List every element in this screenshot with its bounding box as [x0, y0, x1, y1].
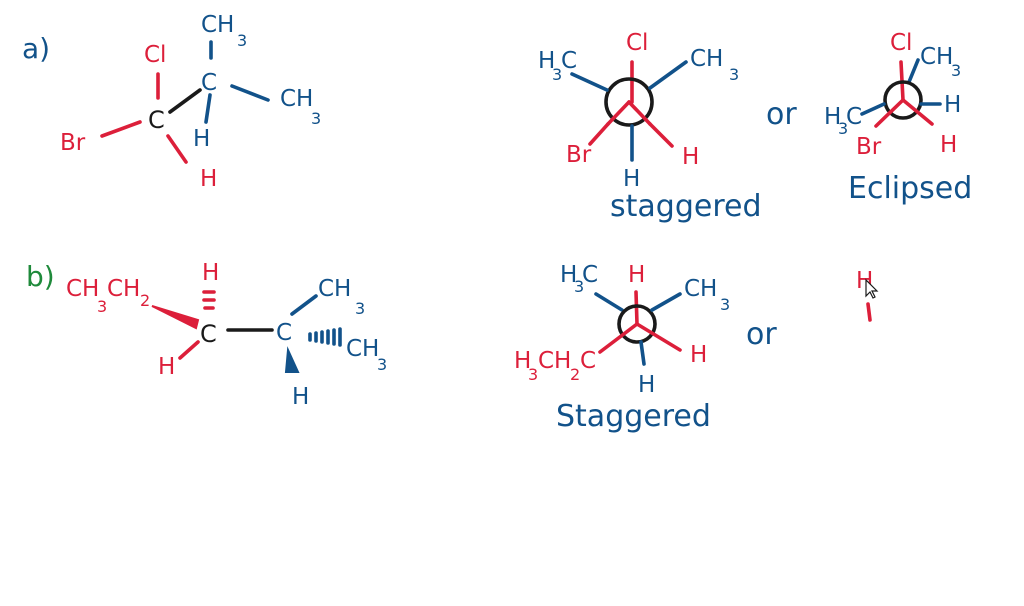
or-b: or — [746, 317, 777, 352]
newman-b-ch3-sub: 3 — [720, 295, 730, 314]
eclipsed-bond-h-bottom — [901, 98, 934, 126]
b-c-front: C — [200, 320, 217, 348]
atom-cl: Cl — [144, 42, 166, 68]
b-bond-ch3-top — [290, 294, 318, 316]
part-a-wedge-structure: Cl CH 3 C CH 3 H C Br H — [60, 12, 321, 192]
b-h-top: H — [202, 260, 219, 286]
partial-bond — [866, 302, 872, 322]
newman-a-back-bond-right — [648, 60, 688, 90]
atom-ch3-right-sub: 3 — [311, 109, 321, 128]
b-ch3ch2-a: CH — [66, 276, 99, 302]
atom-br: Br — [60, 130, 86, 156]
bond-c-h-red — [166, 134, 188, 164]
newman-a-front-bond-br-ext — [588, 122, 610, 146]
b-c-back: C — [276, 320, 292, 346]
newman-b-h3ch2c-c: C — [580, 348, 596, 374]
b-wedge-bond — [151, 305, 200, 330]
newman-b-h3ch2c-h: H — [514, 348, 531, 374]
newman-a-front-bond-h — [627, 100, 652, 126]
newman-a-ch3: CH — [690, 46, 723, 72]
part-b-wedge-structure: CH 3 CH 2 H C H C CH 3 CH 3 H — [66, 260, 387, 410]
newman-b-back-bond-right — [650, 292, 682, 312]
eclipsed-circle — [883, 80, 923, 120]
b-wedge-bond-h — [284, 346, 300, 373]
mouse-pointer-icon — [865, 278, 879, 299]
b-ch3-top: CH — [318, 276, 351, 302]
b-ch3ch2-b: CH — [107, 276, 140, 302]
atom-h-red: H — [200, 166, 217, 192]
bond-c-c — [168, 88, 202, 114]
eclipsed-cl: Cl — [890, 30, 912, 56]
atom-c-back: C — [201, 70, 217, 96]
b-bond-h-left — [178, 340, 200, 360]
newman-a-br: Br — [566, 142, 592, 168]
bond-c-h-blue — [204, 93, 212, 124]
newman-b-h3c-c: C — [582, 262, 598, 288]
eclipsed-bond-ch3 — [907, 58, 920, 84]
b-ch3ch2-sub: 3 — [97, 297, 107, 316]
newman-b-front-bond-h-top — [634, 290, 639, 326]
b-ch3-right: CH — [346, 336, 379, 362]
or-a: or — [766, 97, 797, 132]
atom-ch3-top: CH — [201, 12, 234, 38]
newman-a-circle — [604, 77, 654, 127]
newman-a-front-cl: Cl — [626, 30, 648, 56]
part-b-staggered-newman: H 3 C H CH 3 H 3 CH 2 C H H Staggered — [514, 262, 730, 434]
newman-b-front-h-right: H — [690, 342, 707, 368]
atom-ch3-top-sub: 3 — [237, 31, 247, 50]
newman-a-ch3-sub: 3 — [729, 65, 739, 84]
newman-a-h3c-sub: 3 — [552, 65, 562, 84]
newman-b-front-bond-right — [635, 322, 682, 352]
b-h-left: H — [158, 354, 175, 380]
bond-c-ch3-right — [230, 84, 270, 102]
part-a-staggered-newman: Cl H 3 C CH 3 Br H H staggered — [538, 30, 762, 224]
eclipsed-ch3-sub: 3 — [951, 61, 961, 80]
b-h-bottom: H — [292, 384, 309, 410]
bond-c-br — [100, 120, 142, 138]
newman-b-circle — [617, 304, 657, 344]
newman-b-h-blue: H — [638, 372, 655, 398]
newman-b-h3ch2c-ch: CH — [538, 348, 571, 374]
newman-a-h3c-c: C — [561, 48, 577, 74]
b-ch3-top-sub: 3 — [355, 299, 365, 318]
newman-b-back-bond-h — [639, 340, 646, 366]
eclipsed-h3c-h: H — [824, 104, 841, 130]
newman-b-h3c-sub: 3 — [574, 277, 584, 296]
newman-b-h3ch2c-sub: 3 — [528, 365, 538, 384]
eclipsed-h-bottom: H — [940, 132, 957, 158]
atom-h-blue: H — [193, 126, 210, 152]
eclipsed-ch3: CH — [920, 44, 953, 70]
newman-a-front-bond-br — [606, 100, 631, 126]
newman-a-h-blue: H — [623, 166, 640, 192]
part-b-label: b) — [26, 260, 55, 293]
part-a-eclipsed-newman: Cl CH 3 H 3 C Br H H Eclipsed — [824, 30, 972, 206]
eclipsed-bond-h3c — [860, 102, 886, 116]
atom-c-front: C — [148, 106, 165, 134]
newman-b-back-bond-left — [594, 292, 624, 312]
newman-a-caption: staggered — [610, 189, 762, 224]
newman-b-h3c-h: H — [560, 262, 577, 288]
b-ch3-right-sub: 3 — [377, 355, 387, 374]
eclipsed-h-right: H — [944, 92, 961, 118]
newman-b-h3ch2c-sub2: 2 — [570, 365, 580, 384]
eclipsed-h3c-sub: 3 — [838, 119, 848, 138]
newman-b-front-bond-left — [598, 322, 639, 354]
eclipsed-caption: Eclipsed — [848, 171, 972, 206]
atom-ch3-right: CH — [280, 86, 313, 112]
newman-b-front-h-top: H — [628, 262, 645, 288]
part-a-label: a) — [22, 32, 50, 65]
eclipsed-br: Br — [856, 134, 882, 160]
newman-a-front-bond-h-ext — [648, 122, 674, 148]
newman-b-caption: Staggered — [556, 399, 711, 434]
newman-a-back-bond-left — [570, 72, 609, 92]
b-ch3ch2-sub2: 2 — [140, 291, 150, 310]
newman-b-ch3: CH — [684, 276, 717, 302]
eclipsed-bond-br — [874, 98, 905, 128]
newman-a-h-red: H — [682, 144, 699, 170]
eclipsed-h3c-c: C — [846, 104, 862, 130]
newman-a-h3c-h: H — [538, 48, 555, 74]
